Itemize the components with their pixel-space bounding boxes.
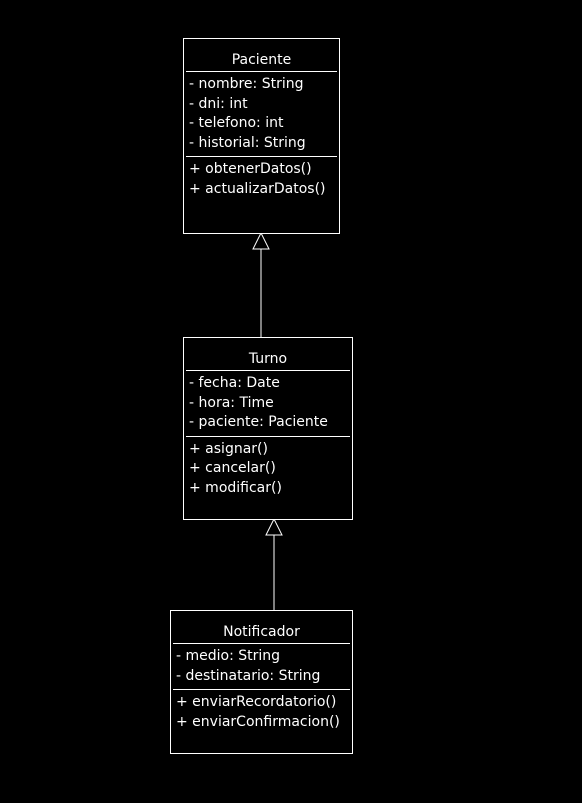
method: + asignar(): [189, 440, 268, 457]
class-name: Paciente: [231, 52, 292, 68]
class-turno[interactable]: Turno - fecha: Date - hora: Time - pacie…: [183, 337, 353, 520]
attribute: - destinatario: String: [176, 667, 321, 684]
methods-section: + enviarRecordatorio() + enviarConfirmac…: [171, 690, 352, 735]
inheritance-notificador-turno: [265, 517, 283, 610]
method: + enviarConfirmacion(): [176, 713, 340, 730]
divider: [186, 156, 337, 157]
divider: [186, 370, 350, 371]
class-paciente[interactable]: Paciente - nombre: String - dni: int - t…: [183, 38, 340, 234]
method: + modificar(): [189, 479, 282, 496]
methods-section: + obtenerDatos() + actualizarDatos(): [184, 157, 339, 202]
divider: [186, 435, 350, 437]
divider: [186, 71, 337, 72]
attributes-section: - fecha: Date - hora: Time - paciente: P…: [184, 371, 352, 436]
attribute: - paciente: Paciente: [189, 414, 328, 430]
method: + actualizarDatos(): [189, 180, 326, 197]
attribute: - medio: String: [176, 648, 281, 664]
inheritance-turno-paciente: [252, 231, 270, 337]
attribute: - fecha: Date: [189, 375, 280, 391]
attribute: - telefono: int: [189, 115, 284, 131]
attribute: - historial: String: [189, 134, 306, 151]
method: + enviarRecordatorio(): [176, 694, 337, 710]
class-notificador[interactable]: Notificador - medio: String - destinatar…: [170, 610, 353, 754]
class-name: Turno: [248, 351, 288, 367]
attributes-section: - medio: String - destinatario: String: [171, 644, 352, 689]
attribute: - hora: Time: [189, 394, 274, 411]
divider: [173, 689, 350, 690]
method: + obtenerDatos(): [189, 161, 312, 177]
attribute: - nombre: String: [189, 76, 304, 92]
divider: [173, 643, 350, 644]
attributes-section: - nombre: String - dni: int - telefono: …: [184, 72, 339, 156]
class-name: Notificador: [223, 624, 300, 640]
methods-section: + asignar() + cancelar() + modificar(): [184, 437, 352, 502]
attribute: - dni: int: [189, 95, 248, 112]
method: + cancelar(): [189, 460, 276, 476]
